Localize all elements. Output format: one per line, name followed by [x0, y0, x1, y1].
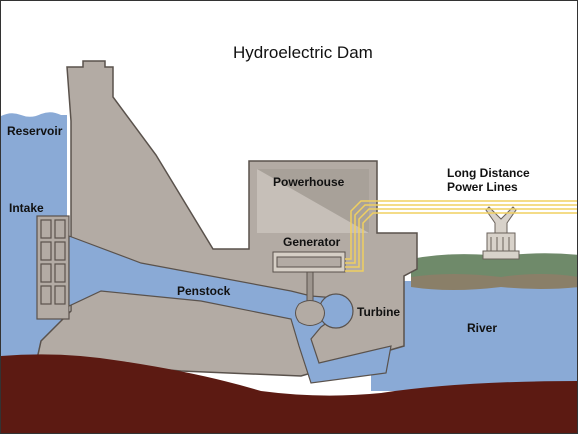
turbine-rotor — [295, 300, 325, 326]
power-lines-label-line1: Long Distance — [447, 166, 530, 180]
power-lines-label-line2: Power Lines — [447, 180, 518, 194]
powerhouse-label: Powerhouse — [273, 175, 345, 189]
intake-grill — [36, 215, 70, 320]
generator-label: Generator — [283, 235, 341, 249]
turbine-label: Turbine — [357, 305, 401, 319]
rocky-shore — [411, 274, 577, 290]
river-label: River — [467, 321, 498, 335]
penstock-label: Penstock — [177, 284, 231, 298]
intake-label: Intake — [9, 201, 44, 215]
river-water — [371, 281, 577, 391]
ground — [1, 354, 577, 433]
diagram-title: Hydroelectric Dam — [233, 43, 373, 62]
transformer-tower — [482, 206, 520, 260]
reservoir-label: Reservoir — [7, 124, 63, 138]
powerhouse-light-shade — [257, 169, 369, 233]
generator-unit — [272, 251, 346, 305]
power-lines — [345, 200, 577, 272]
